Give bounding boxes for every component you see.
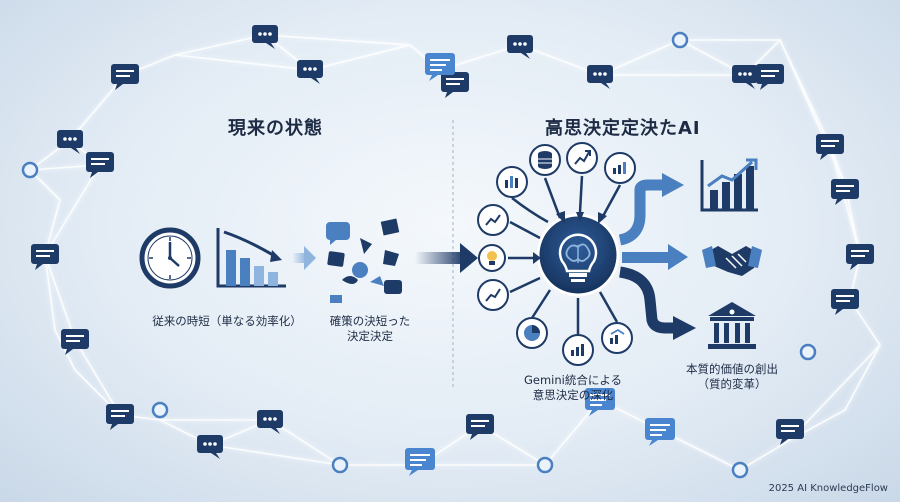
bar-chart-icon (604, 152, 636, 184)
speech-bubble-icon (587, 65, 613, 89)
center-caption-line2: 意思決定の深化 (532, 388, 614, 402)
input-arrowheads (533, 211, 607, 264)
node-ring (536, 456, 554, 474)
speech-bubble-icon (106, 404, 134, 430)
pie-chart-icon (516, 317, 548, 349)
input-arrows (508, 175, 622, 335)
flow-arrow (292, 246, 316, 270)
speech-bubble-icon (756, 64, 784, 90)
lightbulb-icon (478, 244, 506, 272)
speech-bubble-icon (831, 289, 859, 315)
node-ring (799, 343, 817, 361)
flow-arrow (415, 243, 478, 273)
speech-bubble-icon (846, 244, 874, 270)
speech-bubble-icon (252, 25, 278, 49)
scattered-shapes-icon (326, 218, 402, 303)
right-caption: 本質的価値の創出 （質的変革） (672, 362, 792, 392)
left-caption-2-line2: 決定決定 (347, 329, 393, 343)
left-caption-2: 確策の決短った 決定決定 (320, 314, 420, 344)
growth-chart-icon (700, 158, 758, 212)
speech-bubble-icon (31, 244, 59, 270)
growth-chart-icon (477, 204, 509, 236)
node-ring (151, 401, 169, 419)
node-ring (731, 461, 749, 479)
right-section-title: 高思決定定決たAI (545, 118, 701, 139)
node-ring (331, 456, 349, 474)
center-caption-line1: Gemini統合による (523, 373, 623, 387)
network-lines (29, 34, 881, 471)
speech-bubble-icon (645, 418, 675, 446)
brain-lightbulb-icon (536, 213, 620, 297)
right-caption-line1: 本質的価値の創出 (686, 362, 778, 376)
left-caption-1: 従来の時短（単なる効率化） (152, 314, 302, 328)
bank-icon (708, 302, 756, 349)
speech-bubble-icon (441, 72, 469, 98)
input-icons (477, 142, 636, 366)
database-icon (529, 144, 561, 176)
speech-bubble-icon (732, 65, 758, 89)
speech-bubble-icon (816, 134, 844, 160)
output-arrows (618, 173, 696, 340)
bar-chart-icon (562, 334, 594, 366)
right-caption-line2: （質的変革） (697, 377, 767, 391)
footer-credit: 2025 AI KnowledgeFlow (768, 483, 888, 494)
handshake-icon (702, 246, 762, 276)
speech-bubble-icon (405, 448, 435, 476)
node-ring (21, 161, 39, 179)
center-caption: Gemini統合による 意思決定の深化 (508, 373, 638, 403)
growth-chart-icon (477, 279, 509, 311)
speech-bubble-icon (86, 152, 114, 178)
speech-bubble-icon (297, 60, 323, 84)
speech-bubble-icon (257, 410, 283, 434)
left-caption-2-line1: 確策の決短った (329, 314, 411, 328)
clock-icon (139, 227, 201, 289)
growth-chart-icon (601, 322, 633, 354)
growth-chart-icon (566, 142, 598, 174)
speech-bubble-icon (776, 419, 804, 445)
speech-bubble-icon (466, 414, 494, 440)
speech-bubble-icon (197, 435, 223, 459)
left-section-title: 現来の状態 (228, 118, 323, 139)
node-ring (671, 31, 689, 49)
speech-bubble-icon (507, 35, 533, 59)
declining-chart-icon (216, 228, 286, 288)
speech-bubble-icon (57, 130, 83, 154)
bar-chart-icon (496, 166, 528, 198)
